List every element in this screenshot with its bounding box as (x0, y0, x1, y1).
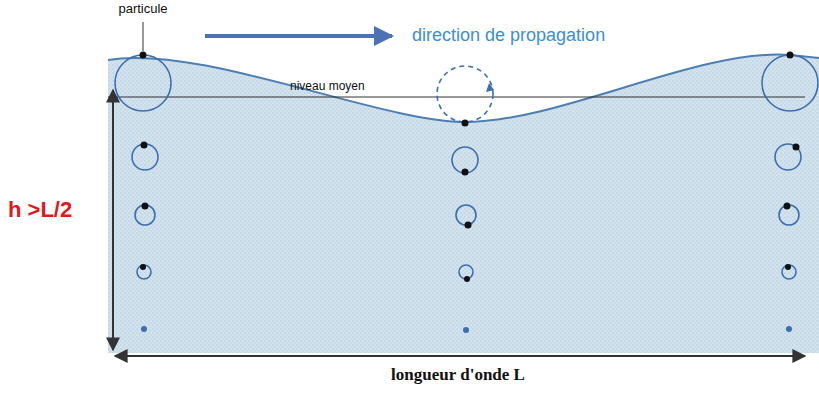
particle-label: particule (118, 2, 167, 17)
orbits-left (115, 55, 171, 279)
wave-surface (108, 55, 819, 122)
water-body (108, 55, 819, 353)
rotation-arrowhead (486, 83, 494, 92)
mean-level-line (108, 97, 805, 98)
orbits-right (762, 55, 818, 279)
mean-level-label: niveau moyen (290, 80, 365, 94)
particles-middle (462, 120, 472, 334)
depth-arrow (112, 90, 114, 350)
particles-left (140, 52, 149, 333)
particles-right (784, 52, 800, 333)
propagation-arrow (205, 34, 392, 38)
orbits-middle (437, 66, 493, 279)
depth-label: h >L/2 (8, 197, 72, 222)
wavelength-label: longueur d'onde L (391, 365, 525, 385)
wavelength-arrow (115, 355, 805, 357)
leader-line (143, 22, 144, 51)
propagation-label: direction de propagation (412, 25, 605, 46)
